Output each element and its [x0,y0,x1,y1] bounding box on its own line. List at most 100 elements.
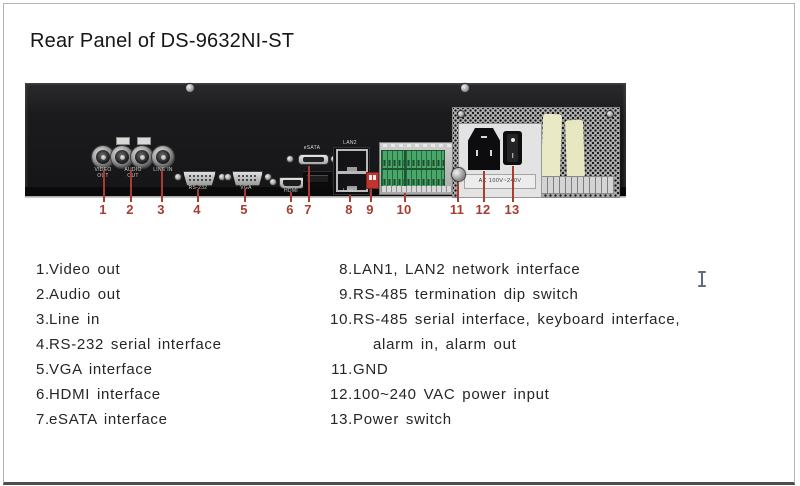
legend-num: 9. [339,286,353,303]
legend-item-1: 1.Video out [36,257,222,282]
legend-num: 1. [36,261,50,278]
legend-text: RS-232 serial interface [49,336,222,353]
yellow-sticker [564,119,586,179]
leader-line [290,192,292,202]
rs232-pins [188,174,211,183]
legend-text: HDMI interface [49,386,161,403]
vga-port [232,171,263,186]
leader-line [308,166,310,202]
screw-icon [175,174,181,180]
esata-label: eSATA [303,145,321,151]
rs232-port [183,171,216,186]
legend-item-9: 9.RS-485 termination dip switch [330,282,680,307]
line-in-label: LINE IN [153,167,173,173]
power-inlet [468,128,500,170]
text-cursor-stem [701,272,703,286]
legend-text: 100~240 VAC power input [353,386,550,403]
callout-number-12: 12 [475,202,491,217]
legend-num: 13. [330,411,353,428]
leader-line [161,170,163,202]
bnc-video-out [92,146,114,168]
hdmi-label: HDMI [284,188,298,194]
callout-number-5: 5 [240,202,248,217]
terminal-block [381,150,405,169]
text-cursor-icon [697,271,707,287]
legend-item-11: 11.GND [330,357,680,382]
callout-number-6: 6 [286,202,294,217]
callout-number-13: 13 [504,202,520,217]
callout-number-9: 9 [366,202,374,217]
legend-item-2: 2.Audio out [36,282,222,307]
leader-line [244,189,246,202]
callout-number-8: 8 [345,202,353,217]
vga-label: VGA [240,185,252,191]
legend-left-column: 1.Video out 2.Audio out 3.Line in 4.RS-2… [36,257,222,432]
rs485-dip-switch [366,172,379,189]
rear-panel-bottom-strip [25,187,626,196]
bnc-sticker [116,137,130,145]
legend-item-12: 12.100~240 VAC power input [330,382,680,407]
switch-on-mark [510,138,515,142]
bnc-sticker [137,137,151,145]
dip-toggle [373,175,376,180]
screw-icon [287,156,293,162]
power-switch [503,131,522,165]
bnc-audio-out-2 [131,146,153,168]
inlet-pin [490,150,492,156]
bnc-audio-out-1 [111,146,133,168]
legend-item-6: 6.HDMI interface [36,382,222,407]
power-rating-sticker: AC 100V~240V [464,174,536,189]
legend-item-10-continued: alarm in, alarm out [330,332,680,357]
screw-icon [461,84,469,92]
leader-line [483,171,485,202]
screw-icon [458,111,464,117]
leader-line [130,170,132,202]
leader-line [370,189,372,202]
dip-toggle [369,175,372,180]
switch-off-mark [511,153,514,158]
terminal-block [405,150,445,169]
yellow-sticker [540,113,563,179]
legend-text: RS-485 termination dip switch [353,286,579,303]
rs232-label: RS-232 [188,185,208,191]
legend-text: Line in [49,311,101,328]
legend-num: 10. [330,311,353,328]
legend-item-10: 10.RS-485 serial interface, keyboard int… [330,307,680,332]
legend-item-4: 4.RS-232 serial interface [36,332,222,357]
audio-out-label: AUDIO OUT [124,167,142,179]
screw-icon [265,174,271,180]
leader-line [349,195,351,202]
legend-text: Video out [49,261,121,278]
page-title: Rear Panel of DS-9632NI-ST [30,30,295,52]
legend-num: 6. [36,386,50,403]
inlet-pin [476,150,478,156]
legend-text: RS-485 serial interface, keyboard interf… [353,311,681,328]
callout-number-7: 7 [304,202,312,217]
legend-num: 8. [339,261,353,278]
leader-line [197,189,199,202]
callout-number-3: 3 [157,202,165,217]
legend-num: 11. [331,361,353,378]
lan1-label: LAN1 [343,188,357,194]
legend-num: 3. [36,311,50,328]
terminal-tiny-labels [383,144,455,147]
inlet-pin [481,136,487,138]
legend-text: GND [353,361,389,378]
bnc-line-in [152,146,174,168]
video-out-label: VIDEO OUT [94,167,111,179]
legend-text: Audio out [49,286,121,303]
leader-line [457,183,459,202]
screw-icon [219,174,225,180]
legend-num: 7. [36,411,50,428]
legend-num: 4. [36,336,50,353]
legend-num: 5. [36,361,50,378]
callout-number-2: 2 [126,202,134,217]
legend-num: 2. [36,286,50,303]
legend-item-5: 5.VGA interface [36,357,222,382]
legend-right-column: 8.LAN1, LAN2 network interface 9.RS-485 … [330,257,680,432]
esata-port [298,154,329,165]
legend-item-3: 3.Line in [36,307,222,332]
lan2-label: LAN2 [343,140,357,146]
callout-number-1: 1 [99,202,107,217]
